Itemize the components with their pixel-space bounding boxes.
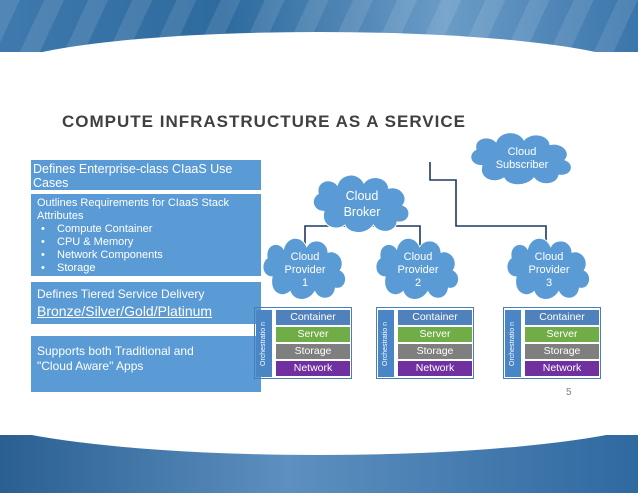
- cloud-provider-3: Cloud Provider 3: [519, 250, 579, 290]
- use-cases-text: Defines Enterprise-class CIaaS Use Cases: [33, 162, 233, 190]
- requirements-list: Compute Container CPU & Memory Network C…: [37, 223, 255, 275]
- orchestration-label: Orchestratio n: [509, 321, 516, 366]
- server-layer: Server: [398, 327, 472, 342]
- cloud-provider-number: 2: [414, 276, 422, 289]
- cloud-subscriber-line1: Cloud: [507, 146, 537, 158]
- storage-layer: Storage: [398, 344, 472, 359]
- stack-frame: [503, 307, 601, 379]
- footer-decor-band: [0, 435, 638, 493]
- cloud-provider-line: Cloud: [534, 250, 564, 263]
- cloud-broker-line1: Cloud: [345, 189, 379, 203]
- cloud-provider-number: 3: [545, 276, 553, 289]
- cloud-subscriber-line2: Subscriber: [495, 159, 549, 171]
- cloud-provider-2: Cloud Provider 2: [388, 250, 448, 290]
- container-layer: Container: [398, 310, 472, 325]
- tier-names: Bronze/Silver/Gold/Platinum: [37, 303, 213, 319]
- cloud-provider-line: Provider: [284, 263, 326, 276]
- requirements-box: Outlines Requirements for CIaaS Stack At…: [31, 194, 261, 276]
- orchestration-label: Orchestratio n: [382, 321, 389, 366]
- slide-title: COMPUTE INFRASTRUCTURE AS A SERVICE: [62, 112, 466, 131]
- orchestration-label: Orchestratio n: [260, 321, 267, 366]
- list-item: CPU & Memory: [37, 236, 255, 249]
- stack-frame: [376, 307, 474, 379]
- tiered-service-text: Defines Tiered Service Delivery: [37, 287, 205, 301]
- cloud-subscriber: Cloud Subscriber: [482, 144, 562, 174]
- server-layer: Server: [525, 327, 599, 342]
- storage-layer: Storage: [276, 344, 350, 359]
- cloud-broker-line2: Broker: [343, 205, 381, 219]
- orchestration-bar: Orchestratio n: [505, 310, 521, 377]
- requirements-lead: Outlines Requirements for CIaaS Stack At…: [37, 197, 229, 222]
- cloud-provider-line: Cloud: [290, 250, 320, 263]
- stack-frame: [254, 307, 352, 379]
- app-support-box: Supports both Traditional and "Cloud Awa…: [31, 336, 261, 392]
- cloud-provider-1: Cloud Provider 1: [275, 250, 335, 290]
- tiered-service-box: Defines Tiered Service Delivery Bronze/S…: [31, 282, 261, 324]
- app-support-line2: "Cloud Aware" Apps: [37, 359, 144, 373]
- container-layer: Container: [276, 310, 350, 325]
- list-item: Compute Container: [37, 223, 255, 236]
- app-support-line1: Supports both Traditional and: [37, 344, 194, 358]
- list-item: Network Components: [37, 249, 255, 262]
- page-number: 5: [566, 387, 572, 398]
- header-decor-band: [0, 0, 638, 72]
- cloud-provider-line: Provider: [528, 263, 570, 276]
- cloud-broker: Cloud Broker: [322, 186, 402, 222]
- network-layer: Network: [398, 361, 472, 376]
- orchestration-bar: Orchestratio n: [256, 310, 272, 377]
- orchestration-bar: Orchestratio n: [378, 310, 394, 377]
- server-layer: Server: [276, 327, 350, 342]
- storage-layer: Storage: [525, 344, 599, 359]
- connector-subscriber-broker: [429, 162, 547, 250]
- network-layer: Network: [276, 361, 350, 376]
- use-cases-box: Defines Enterprise-class CIaaS Use Cases: [31, 160, 261, 190]
- list-item: Storage: [37, 262, 255, 275]
- cloud-provider-line: Provider: [397, 263, 439, 276]
- network-layer: Network: [525, 361, 599, 376]
- cloud-provider-number: 1: [301, 276, 309, 289]
- container-layer: Container: [525, 310, 599, 325]
- cloud-provider-line: Cloud: [403, 250, 433, 263]
